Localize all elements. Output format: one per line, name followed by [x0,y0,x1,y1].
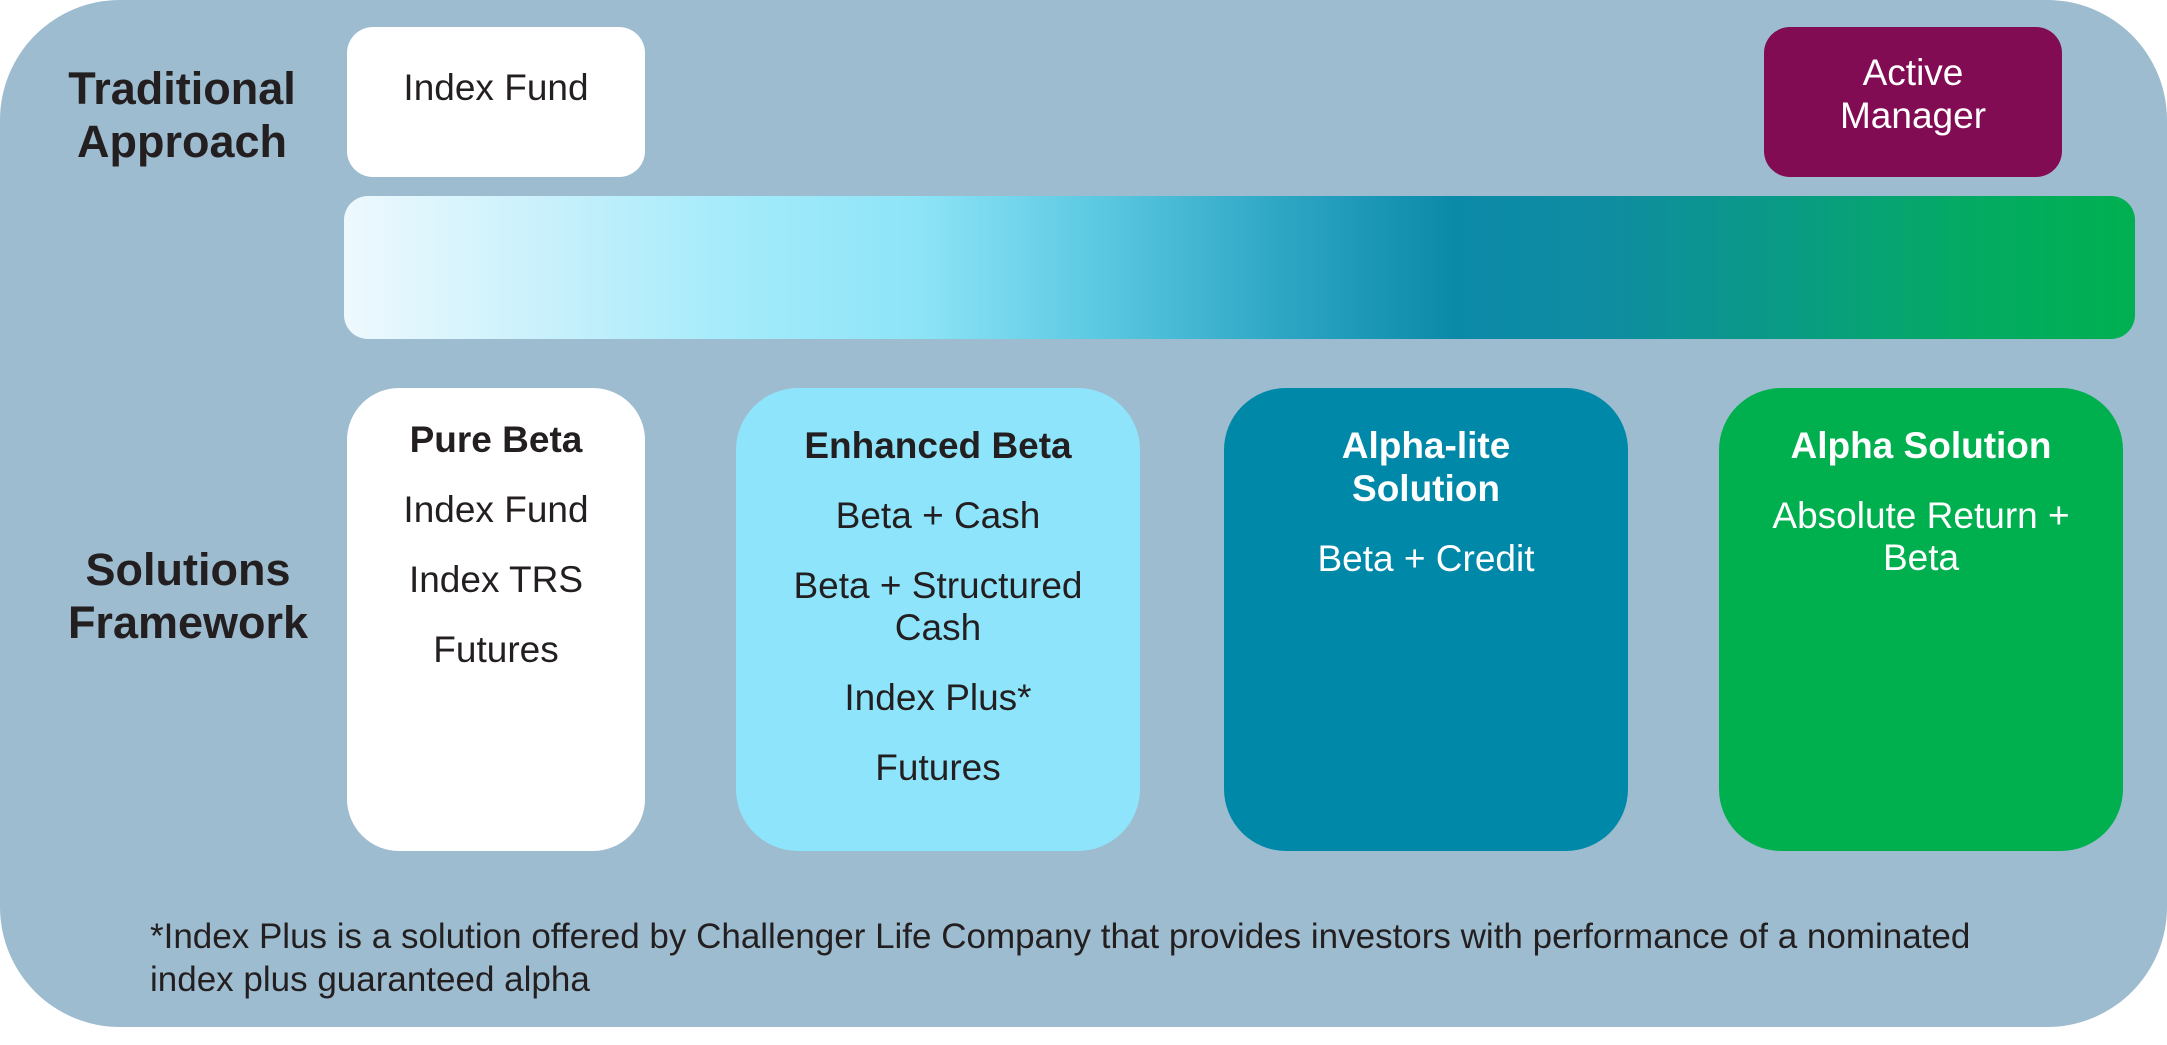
alpha-solution-title: Alpha Solution [1790,425,2052,466]
traditional-label-line-2: Approach [76,116,287,167]
structured-cash-line-2: Cash [894,607,982,648]
alpha-lite-item-beta-credit: Beta + Credit [1317,538,1535,579]
solutions-framework-label: Solutions Framework [48,543,328,649]
alpha-solution-box: Alpha Solution Absolute Return + Beta [1719,388,2123,851]
enhanced-beta-box: Enhanced Beta Beta + Cash Beta + Structu… [736,388,1140,851]
traditional-label-line-1: Traditional [68,63,296,114]
index-fund-box: Index Fund [347,27,645,177]
structured-cash-line-1: Beta + Structured [793,565,1083,606]
pure-beta-item-index-fund: Index Fund [403,489,589,530]
active-manager-line-1: Active [1862,52,1964,93]
enhanced-beta-item-futures: Futures [875,747,1001,788]
index-plus-footnote: *Index Plus is a solution offered by Cha… [150,915,2070,1001]
absolute-return-line-1: Absolute Return + [1772,495,2070,536]
pure-beta-item-index-trs: Index TRS [408,559,584,600]
active-manager-box: Active Manager [1764,27,2062,177]
enhanced-beta-item-index-plus: Index Plus* [844,677,1032,718]
solutions-label-line-1: Solutions [85,544,291,595]
index-fund-text: Index Fund [403,67,589,108]
pure-beta-item-futures: Futures [433,629,559,670]
alpha-solution-item-absolute-return: Absolute Return + Beta [1719,495,2123,579]
alpha-lite-title: Alpha-lite Solution [1224,424,1628,510]
pure-beta-box: Pure Beta Index Fund Index TRS Futures [347,388,645,851]
enhanced-beta-title: Enhanced Beta [804,425,1072,466]
footnote-line-1: *Index Plus is a solution offered by Cha… [150,917,1971,956]
absolute-return-line-2: Beta [1882,537,1960,578]
enhanced-beta-item-beta-structured-cash: Beta + Structured Cash [736,565,1140,649]
footnote-line-2: index plus guaranteed alpha [150,960,590,999]
alpha-lite-title-line-2: Solution [1352,468,1500,509]
pure-beta-title: Pure Beta [409,419,583,460]
active-manager-line-2: Manager [1839,95,1987,136]
enhanced-beta-item-beta-cash: Beta + Cash [835,495,1041,536]
alpha-lite-solution-box: Alpha-lite Solution Beta + Credit [1224,388,1628,851]
alpha-lite-title-line-1: Alpha-lite [1341,425,1511,466]
beta-alpha-spectrum-bar [344,196,2135,339]
traditional-approach-label: Traditional Approach [32,62,332,168]
solutions-label-line-2: Framework [67,597,309,648]
